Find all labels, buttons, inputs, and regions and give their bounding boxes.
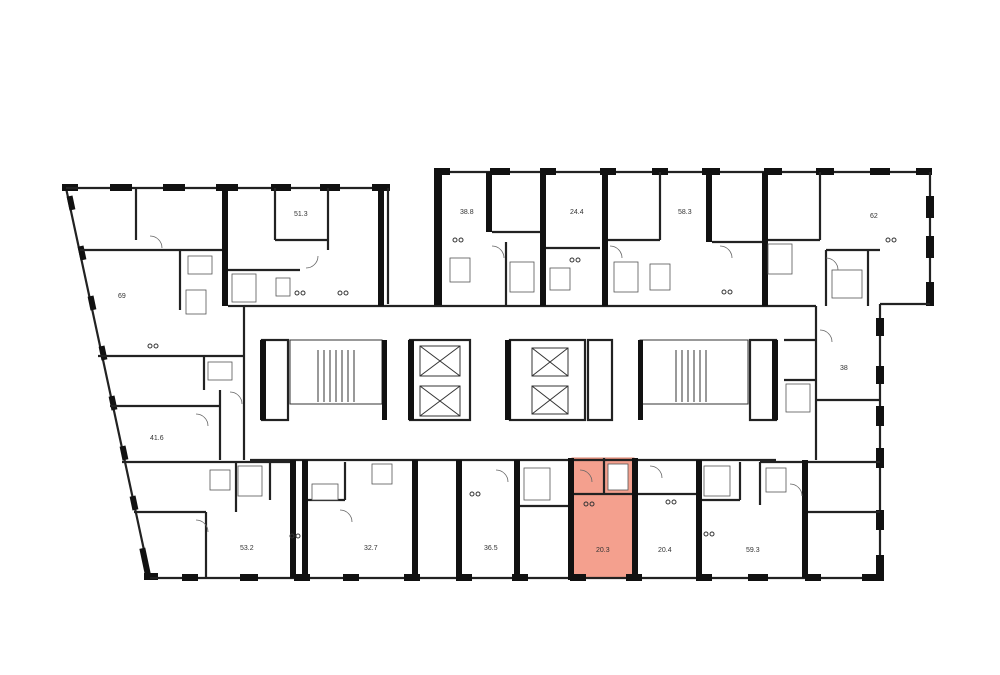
fixtures [147, 237, 897, 539]
area-label-69: 69 [118, 293, 126, 300]
area-label-20-3: 20.3 [596, 547, 610, 554]
area-label-38-8: 38.8 [460, 209, 474, 216]
corridor-core [244, 304, 816, 462]
interior-walls [80, 172, 880, 580]
area-label-58-3: 58.3 [678, 209, 692, 216]
area-label-51-3: 51.3 [294, 211, 308, 218]
area-label-59-3: 59.3 [746, 547, 760, 554]
area-label-53-2: 53.2 [240, 545, 254, 552]
area-label-62: 62 [870, 213, 878, 220]
area-label-32-7: 32.7 [364, 545, 378, 552]
area-label-36-5: 36.5 [484, 545, 498, 552]
area-labels: 69 51.3 38.8 24.4 58.3 62 38 41.6 53.2 3… [118, 209, 878, 554]
area-label-24-4: 24.4 [570, 209, 584, 216]
area-label-38: 38 [840, 365, 848, 372]
area-label-20-4: 20.4 [658, 547, 672, 554]
door-swings [149, 235, 839, 533]
area-label-41-6: 41.6 [150, 435, 164, 442]
